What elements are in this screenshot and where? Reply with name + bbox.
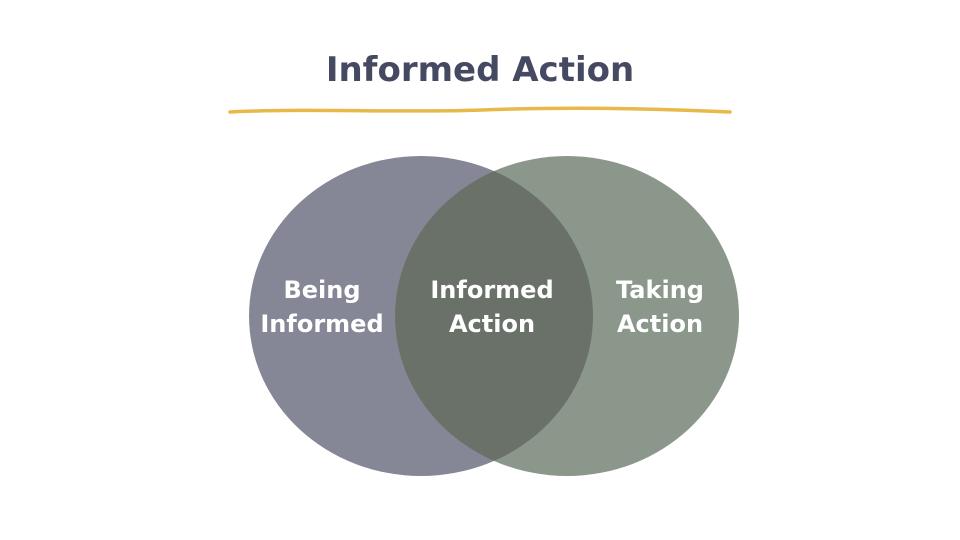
label-right-line2: Action (617, 310, 703, 338)
circle-overlap-informed-action (395, 156, 593, 476)
label-left-line1: Being (283, 276, 360, 304)
label-left-line2: Informed (260, 310, 383, 338)
underline-stroke (228, 106, 732, 114)
label-overlap-line2: Action (449, 310, 535, 338)
slide-title: Informed Action (325, 50, 635, 90)
title-underline (228, 106, 732, 114)
label-overlap-line1: Informed (430, 276, 553, 304)
label-right-line1: Taking (616, 276, 704, 304)
